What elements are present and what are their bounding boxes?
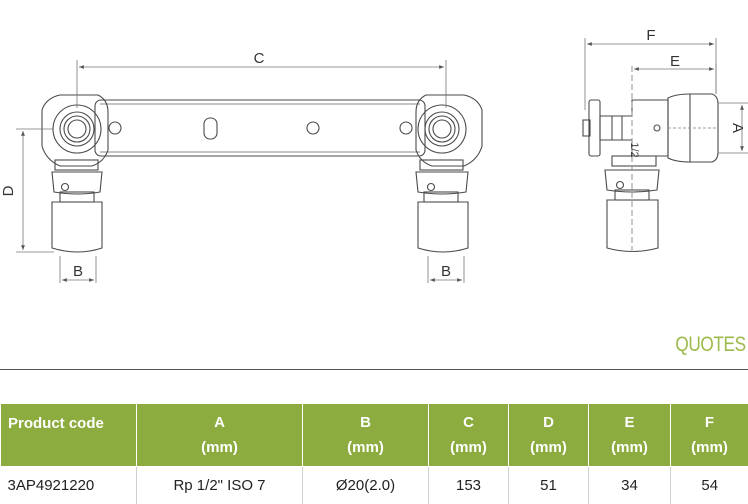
dim-b-left-label: B bbox=[73, 263, 83, 280]
cell-e: 34 bbox=[588, 466, 671, 504]
cell-b: Ø20(2.0) bbox=[302, 466, 429, 504]
cell-a: Rp 1/2" ISO 7 bbox=[136, 466, 303, 504]
side-dimensions bbox=[584, 38, 748, 154]
header-e: E(mm) bbox=[588, 403, 671, 467]
table-header-row: Product code A(mm) B(mm) C(mm) D(mm) E(m… bbox=[0, 403, 748, 467]
right-elbow bbox=[415, 94, 483, 253]
side-view bbox=[582, 66, 719, 255]
quotes-table: Product code A(mm) B(mm) C(mm) D(mm) E(m… bbox=[0, 403, 748, 504]
front-view bbox=[41, 94, 483, 253]
cell-f: 54 bbox=[701, 477, 719, 495]
dim-c-label: C bbox=[254, 50, 265, 67]
front-dimensions bbox=[16, 60, 465, 283]
dim-a-label: A bbox=[729, 123, 746, 133]
header-b: B(mm) bbox=[302, 403, 429, 467]
cell-product-code: 3AP4921220 bbox=[0, 466, 137, 504]
section-divider bbox=[0, 369, 748, 370]
side-marking: 1/2 bbox=[628, 142, 640, 157]
bar-slot bbox=[203, 117, 218, 140]
dim-e-label: E bbox=[670, 53, 680, 70]
connecting-bar bbox=[94, 99, 426, 157]
wall-plate bbox=[588, 99, 601, 157]
table-row: 3AP4921220 Rp 1/2" ISO 7 Ø20(2.0) 153 51… bbox=[0, 466, 748, 504]
dim-d-label: D bbox=[0, 185, 17, 196]
quotes-title: QUOTES bbox=[675, 333, 747, 356]
cell-c: 153 bbox=[428, 466, 509, 504]
header-c: C(mm) bbox=[428, 403, 509, 467]
dim-f-label: F bbox=[646, 27, 655, 44]
header-product-code: Product code bbox=[0, 403, 137, 467]
left-elbow bbox=[41, 94, 109, 253]
header-a: A(mm) bbox=[136, 403, 303, 467]
dim-b-right-label: B bbox=[441, 263, 451, 280]
header-d: D(mm) bbox=[508, 403, 589, 467]
header-f: F(mm) bbox=[670, 403, 748, 467]
cell-d: 51 bbox=[508, 466, 589, 504]
technical-drawing: C D B B 1/2 bbox=[0, 27, 748, 283]
